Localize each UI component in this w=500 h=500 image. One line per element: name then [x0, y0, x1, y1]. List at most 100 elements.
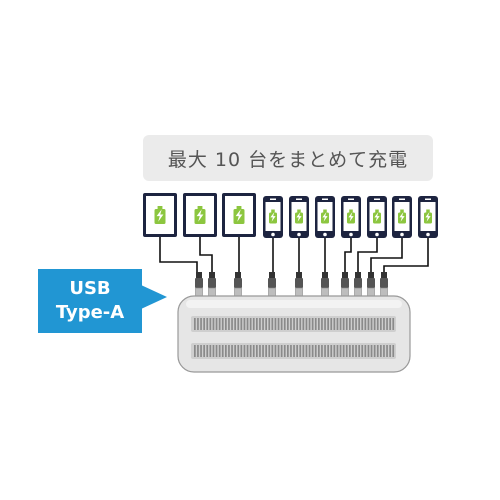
- vent-slot: [234, 318, 236, 330]
- battery-charging-icon: [269, 209, 277, 224]
- vent-slot: [249, 318, 252, 330]
- vent-slot: [333, 318, 336, 330]
- vent-slot: [324, 318, 326, 330]
- charging-cable: [357, 238, 378, 272]
- vent-slot: [209, 345, 212, 357]
- vent-slot: [240, 318, 243, 330]
- phone-home-button: [349, 232, 353, 237]
- usb-a-plug: [208, 272, 216, 297]
- vent-slot: [221, 318, 224, 330]
- usb-a-plug: [321, 272, 329, 297]
- vent-slot: [361, 345, 364, 357]
- usb-a-plug: [341, 272, 349, 297]
- vent-slot: [280, 345, 283, 357]
- vent-slot: [280, 318, 283, 330]
- cable-group: [159, 237, 429, 272]
- phone-home-button: [297, 232, 301, 237]
- vent-slot: [206, 345, 209, 357]
- vent-slot: [274, 345, 277, 357]
- phone-speaker: [399, 198, 405, 200]
- vent-slot: [277, 345, 280, 357]
- vent-slot: [314, 345, 317, 357]
- vent-slot: [318, 318, 320, 330]
- charging-cable: [344, 238, 352, 272]
- vent-slot: [249, 345, 252, 357]
- vent-slot: [259, 345, 261, 357]
- vent-slot: [308, 345, 311, 357]
- vent-slot: [389, 345, 391, 357]
- charging-cable: [199, 237, 213, 272]
- callout-line-1: USB: [69, 278, 111, 299]
- vent-slot: [376, 345, 379, 357]
- vent-slot: [240, 345, 243, 357]
- vent-slot: [364, 318, 367, 330]
- vent-slot: [330, 318, 333, 330]
- vent-slot: [262, 318, 264, 330]
- vent-slot: [246, 345, 249, 357]
- connector-group: [195, 272, 388, 297]
- smartphone-device: [315, 196, 335, 238]
- vent-slot: [321, 345, 323, 357]
- vent-slot: [262, 345, 264, 357]
- vent-slot: [342, 318, 345, 330]
- battery-charging-icon: [373, 209, 381, 224]
- vent-slot: [268, 318, 271, 330]
- vent-slot: [206, 318, 209, 330]
- vent-slot: [321, 318, 323, 330]
- vent-slot: [259, 318, 261, 330]
- vent-slot: [197, 318, 199, 330]
- usb-type-a-callout: USB Type-A: [38, 269, 142, 333]
- battery-charging-icon: [321, 209, 329, 224]
- vent-slot: [386, 318, 388, 330]
- battery-charging-icon: [194, 206, 206, 224]
- vent-slot: [234, 345, 236, 357]
- vent-slot: [243, 345, 246, 357]
- phone-speaker: [322, 198, 328, 200]
- vent-slot: [308, 318, 311, 330]
- vent-slot: [200, 345, 202, 357]
- vent-slot: [228, 318, 230, 330]
- vent-slot: [209, 318, 212, 330]
- vent-slot: [299, 318, 302, 330]
- vent-slot: [271, 318, 274, 330]
- vent-slot: [274, 318, 277, 330]
- vent-slot: [296, 345, 298, 357]
- vent-slot: [339, 318, 342, 330]
- vent-slot: [293, 318, 295, 330]
- battery-charging-icon: [233, 206, 245, 224]
- vent-slot: [256, 318, 258, 330]
- vent-slot: [349, 318, 351, 330]
- usb-a-plug: [195, 272, 203, 297]
- phone-home-button: [323, 232, 327, 237]
- vent-slot: [358, 318, 360, 330]
- vent-slot: [311, 318, 314, 330]
- vent-slot: [215, 345, 218, 357]
- phone-speaker: [296, 198, 302, 200]
- tablet-device: [143, 193, 177, 237]
- phone-home-button: [375, 232, 379, 237]
- device-group: [143, 193, 438, 238]
- usb-a-plug: [234, 272, 242, 297]
- vent-slot: [389, 318, 391, 330]
- vent-slot: [342, 345, 345, 357]
- vent-slot: [299, 345, 302, 357]
- vent-slot: [358, 345, 360, 357]
- phone-speaker: [425, 198, 431, 200]
- battery-charging-icon: [154, 206, 166, 224]
- vent-slot: [330, 345, 333, 357]
- vent-slot: [361, 318, 364, 330]
- smartphone-device: [418, 196, 438, 238]
- vent-slot: [386, 345, 388, 357]
- vent-slot: [367, 345, 370, 357]
- phone-home-button: [400, 232, 404, 237]
- vent-slot: [324, 345, 326, 357]
- banner-text: 最大 10 台をまとめて充電: [167, 148, 409, 171]
- vent-slot: [333, 345, 336, 357]
- vent-slot: [355, 318, 357, 330]
- smartphone-device: [263, 196, 283, 238]
- vent-slot: [336, 345, 339, 357]
- vent-slot: [370, 345, 373, 357]
- vent-slot: [221, 345, 224, 357]
- vent-slot: [380, 345, 382, 357]
